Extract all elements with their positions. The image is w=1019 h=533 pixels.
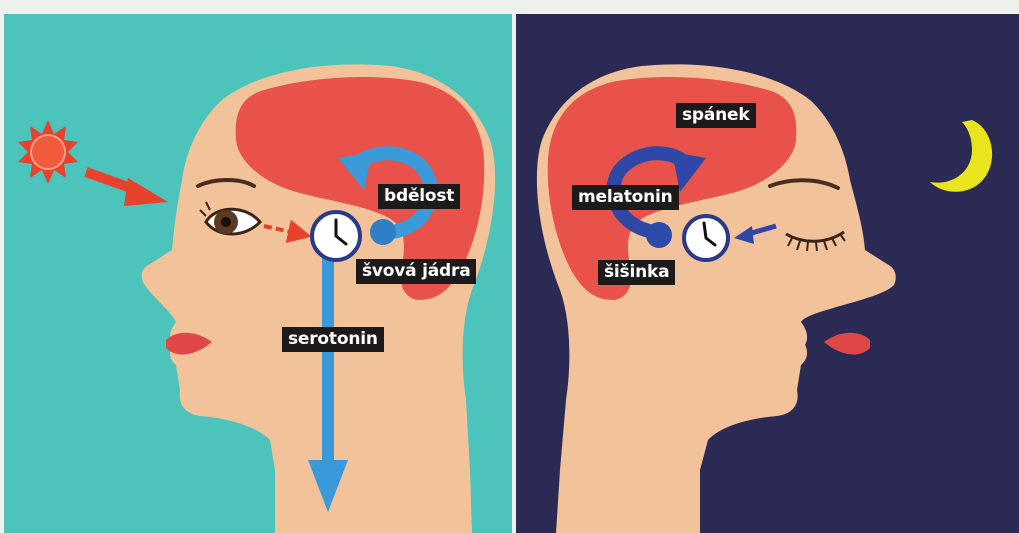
label-nucleus: švová jádra [356, 259, 476, 284]
label-gland: šišinka [598, 260, 675, 285]
night-clock-icon [684, 216, 728, 260]
serotonin-arrow-shaft [322, 256, 334, 466]
night-ball [646, 222, 672, 248]
day-ball [370, 219, 396, 245]
label-sleep: spánek [676, 103, 756, 128]
label-wakefulness: bdělost [378, 184, 460, 209]
label-neurotransmitter: serotonin [282, 327, 384, 352]
label-hormone: melatonin [572, 185, 679, 210]
day-pupil [221, 217, 231, 227]
day-clock-icon [312, 212, 360, 260]
night-panel [516, 14, 1019, 533]
